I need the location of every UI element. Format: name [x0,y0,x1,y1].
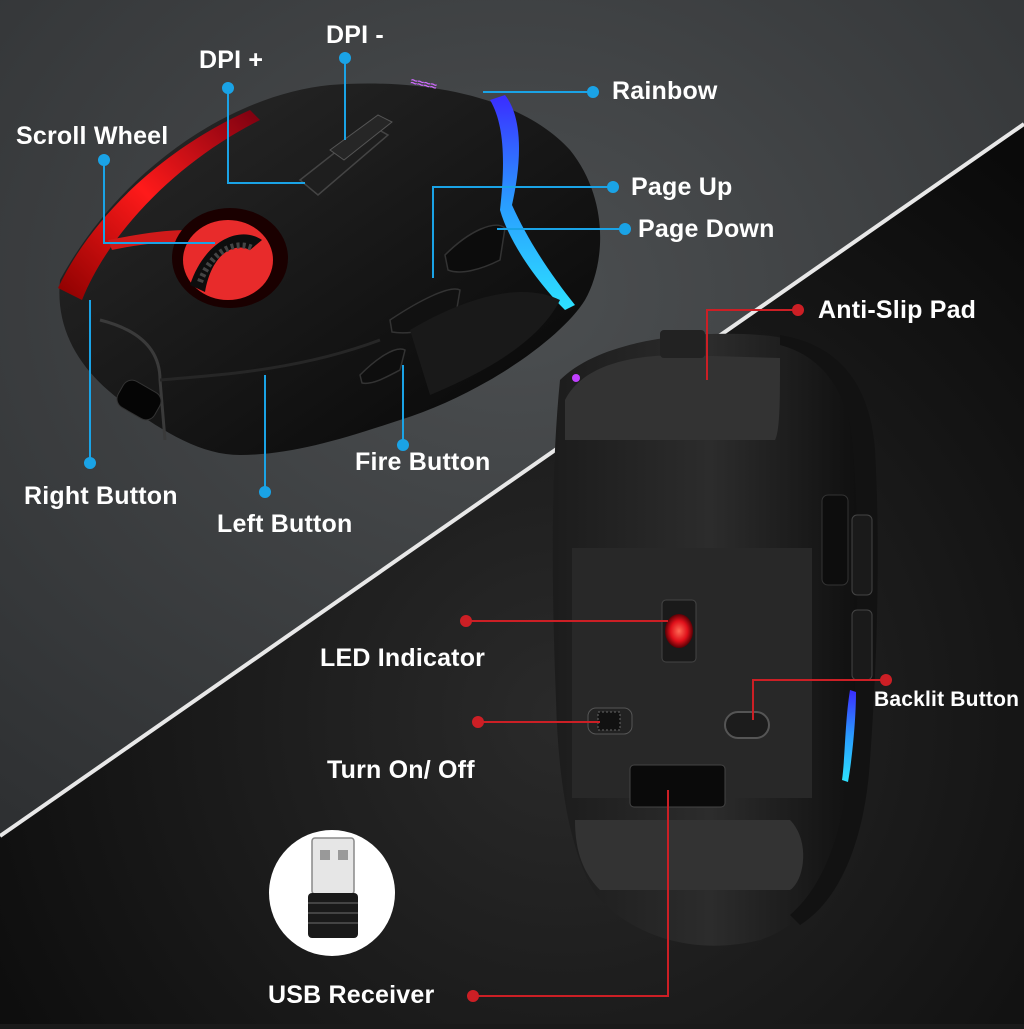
usb-receiver-image [269,830,395,956]
label-led-indicator: LED Indicator [320,644,486,672]
label-scroll-wheel: Scroll Wheel [16,122,169,150]
diagonal-divider [0,122,1024,838]
label-right-button: Right Button [24,482,178,510]
label-turn-on-off: Turn On/ Off [327,756,475,784]
label-left-button: Left Button [217,510,353,538]
label-dpi-minus: DPI - [326,21,384,49]
label-fire-button: Fire Button [355,448,491,476]
svg-text:≈≈≈≈: ≈≈≈≈ [409,74,438,93]
label-backlit-button: Backlit Button [874,688,1020,711]
mouse-bottom-view [552,330,878,946]
label-dpi-plus: DPI + [199,46,264,74]
blue-leader-lines [84,52,631,498]
label-page-up: Page Up [631,173,733,201]
red-leader-lines [460,304,892,1002]
label-page-down: Page Down [638,215,775,243]
label-usb-receiver: USB Receiver [268,981,435,1009]
label-anti-slip-pad: Anti-Slip Pad [818,296,977,324]
mouse-top-view: ≈≈≈≈ [58,74,601,455]
label-rainbow: Rainbow [612,77,718,105]
